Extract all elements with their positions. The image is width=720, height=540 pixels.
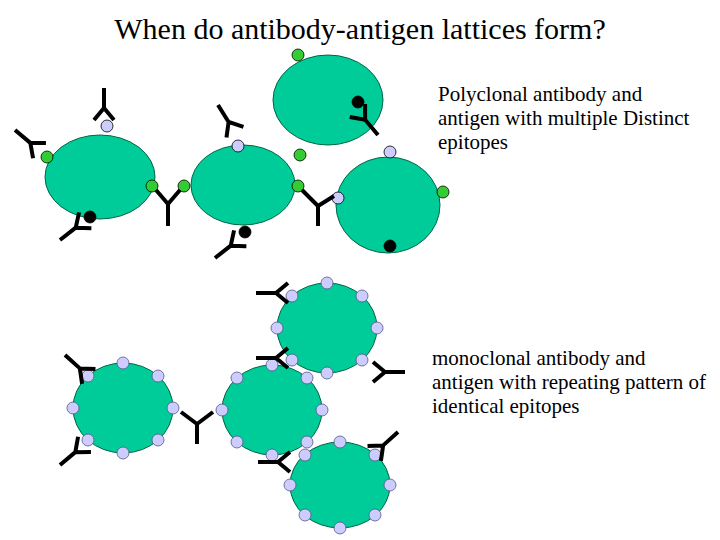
panel-description: monoclonal antibody and antigen with rep…: [432, 346, 712, 418]
panel-description: Polyclonal antibody and antigen with mul…: [438, 82, 708, 154]
diagram-title: When do antibody-antigen lattices form?: [114, 12, 606, 46]
